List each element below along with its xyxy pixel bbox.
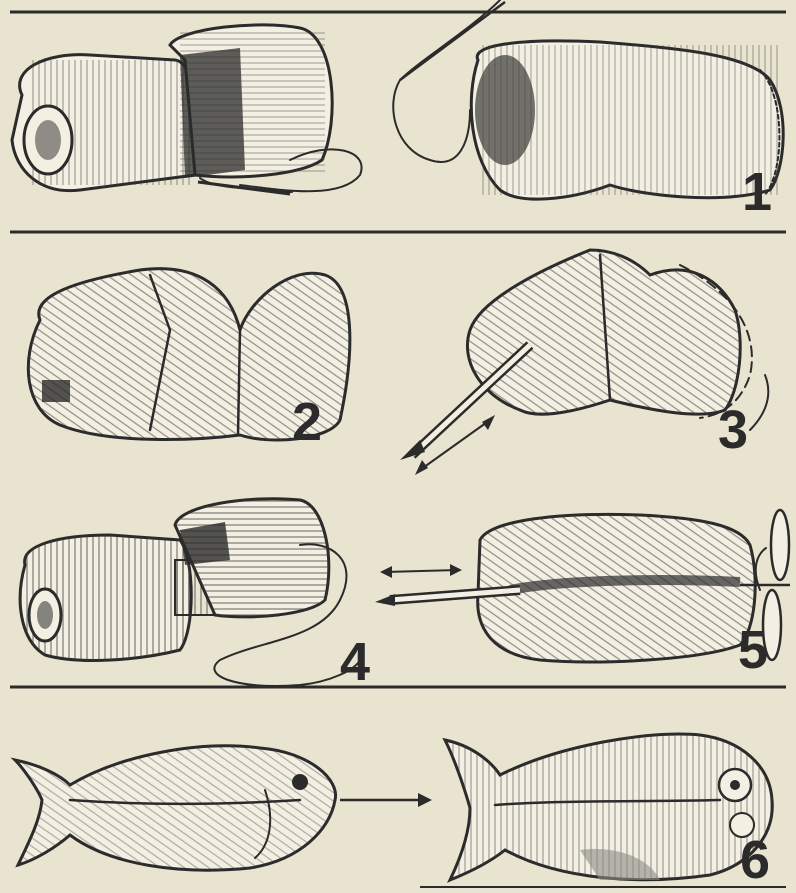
step6-fish-before: [15, 746, 336, 870]
step4-sleeves-with-spring: [20, 499, 360, 686]
step-number: 1: [742, 162, 772, 222]
step6-fish-after: [445, 734, 772, 880]
step-number: 5: [738, 620, 768, 680]
step-number: 3: [718, 400, 748, 460]
arrow-head: [418, 793, 432, 807]
step3-block-with-pencil: [400, 250, 768, 475]
step-number: 6: [740, 830, 770, 890]
step-number: 4: [340, 632, 370, 692]
step5-block-with-propeller: [375, 510, 790, 662]
step-number: 2: [292, 392, 322, 452]
step1-sleeves-before-stitching: [12, 25, 362, 194]
step1-bent-sleeve: [393, 0, 783, 199]
